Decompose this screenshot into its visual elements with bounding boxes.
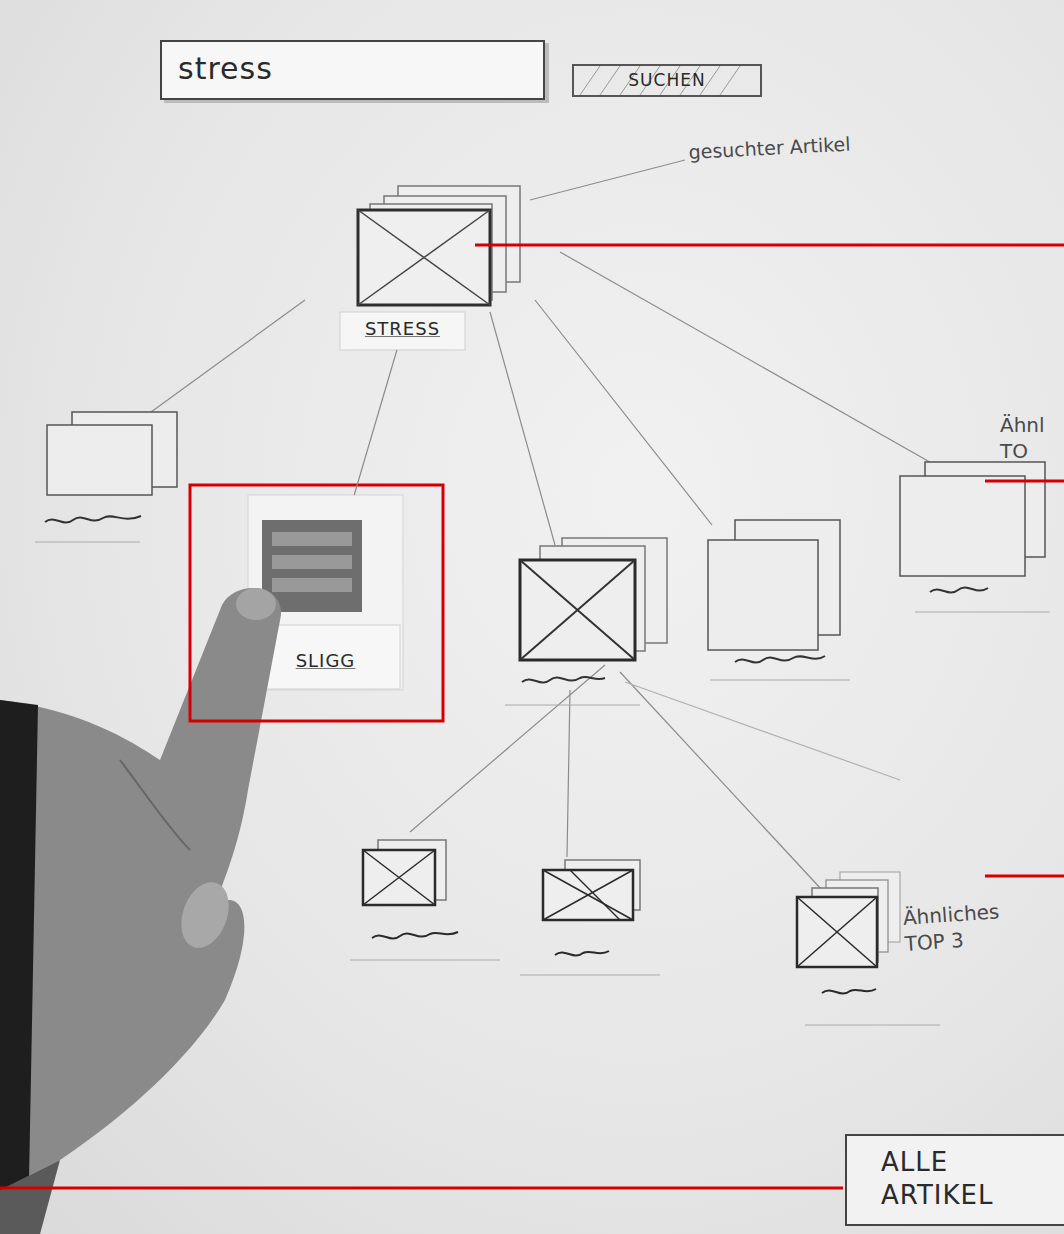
article-label: STRESS [340, 312, 465, 350]
article-stack [35, 412, 177, 542]
article-stack [520, 860, 660, 975]
pencil-lines [140, 160, 935, 890]
annotation-lines [0, 245, 1064, 1188]
article-stack [340, 186, 520, 350]
node-text: SLIGG [258, 650, 393, 673]
connector-line [354, 350, 397, 495]
node-text: ALLE ARTIKEL [881, 1146, 1051, 1211]
node-text: stress [178, 50, 527, 88]
search-field: stress [160, 40, 545, 100]
search-button: SUCHEN [572, 64, 762, 97]
article-stack [900, 462, 1050, 612]
node-text: SUCHEN [584, 70, 750, 91]
article-stack [350, 840, 500, 960]
annotation-note: Ähnl TO [1000, 412, 1062, 464]
node-text: STRESS [348, 318, 457, 341]
article-stack [505, 538, 667, 705]
annotation-note: gesuchter Artikel [688, 127, 939, 165]
article-stack [708, 520, 850, 680]
connector-line [354, 350, 397, 495]
hand-photo [0, 588, 281, 1234]
annotation-note: Ähnliches TOP 3 [902, 897, 1025, 957]
all-articles-button: ALLE ARTIKEL [845, 1134, 1064, 1226]
pasted-article: SLIGG [248, 495, 403, 690]
